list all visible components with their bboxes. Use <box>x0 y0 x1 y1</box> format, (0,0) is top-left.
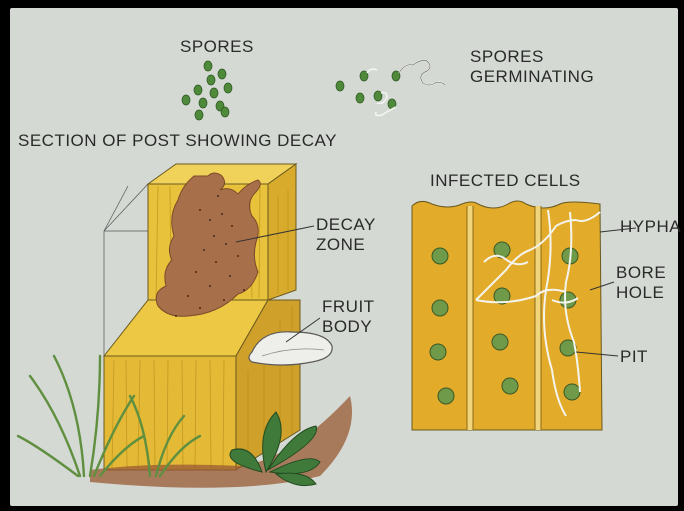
germinating-spores <box>336 61 445 116</box>
spores-germinating-label-line1: SPORES <box>470 47 544 66</box>
section-title: SECTION OF POST SHOWING DECAY <box>18 131 337 150</box>
spores-cluster <box>182 61 232 120</box>
hypha-label: HYPHA <box>620 217 681 236</box>
spores-germinating-label-line2: GERMINATING <box>470 67 594 86</box>
decay-zone-label-line2: ZONE <box>316 235 365 254</box>
infected-cells-label: INFECTED CELLS <box>430 171 581 190</box>
spores-label: SPORES <box>180 37 254 56</box>
decay-zone-label-line1: DECAY <box>316 215 376 234</box>
pit-label: PIT <box>620 347 648 366</box>
fruit-body-label-line1: FRUIT <box>322 297 375 316</box>
bore-hole-label-line1: BORE <box>616 263 666 282</box>
infected-cells <box>412 201 602 430</box>
bore-hole-label-line2: HOLE <box>616 283 664 302</box>
wooden-post <box>104 164 332 470</box>
fruit-body-label-line2: BODY <box>322 317 372 336</box>
